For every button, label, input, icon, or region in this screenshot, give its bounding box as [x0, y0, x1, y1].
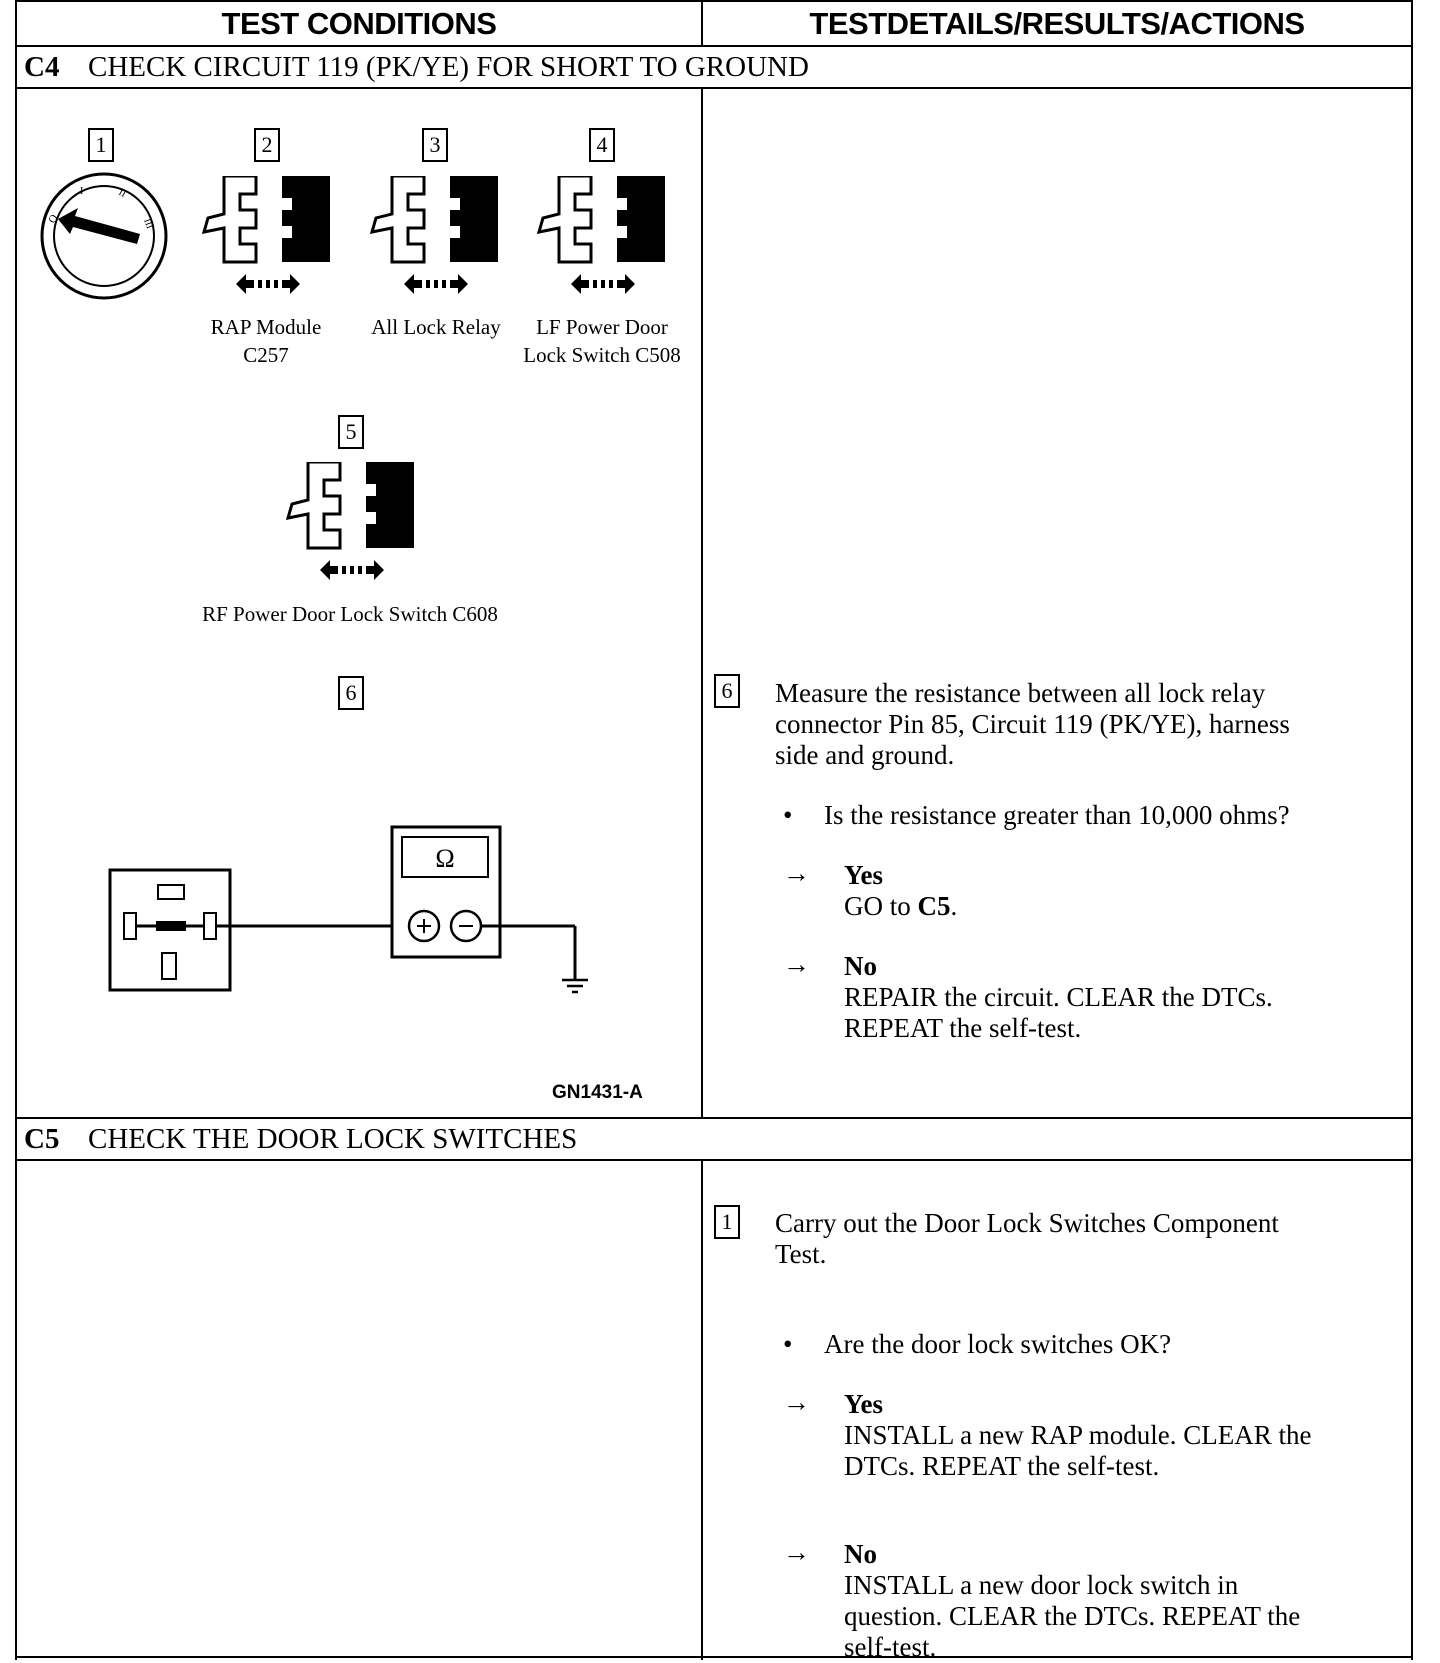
c5-title-bottom-border: [15, 1159, 1413, 1161]
column-divider-c5: [701, 1160, 703, 1660]
c4-detail-step-box: 6: [714, 674, 740, 708]
c4-instruction-line2: connector Pin 85, Circuit 119 (PK/YE), h…: [775, 709, 1290, 739]
caption-rap-module-line2: C257: [243, 343, 289, 367]
svg-text:III: III: [141, 217, 155, 230]
table-bottom-border: [15, 1656, 1413, 1658]
c4-yes-action: GO to C5.: [844, 891, 957, 922]
step-2-box: 2: [254, 128, 280, 162]
header-test-details: TESTDETAILS/RESULTS/ACTIONS: [809, 6, 1305, 41]
c4-no-line1: REPAIR the circuit. CLEAR the DTCs.: [844, 982, 1273, 1012]
step-1-box: 1: [88, 128, 114, 162]
c5-no-line2: question. CLEAR the DTCs. REPEAT the: [844, 1601, 1301, 1631]
c4-yes-action-pre: GO to: [844, 891, 918, 921]
c5-section-title: C5 CHECK THE DOOR LOCK SWITCHES: [24, 1119, 577, 1159]
c5-instruction: Carry out the Door Lock Switches Compone…: [775, 1208, 1395, 1270]
c4-no-line2: REPEAT the self-test.: [844, 1013, 1082, 1043]
c5-yes-answer: Yes INSTALL a new RAP module. CLEAR the …: [844, 1389, 1312, 1482]
connector-icon-lf-door-lock-switch: [536, 176, 665, 294]
svg-text:I: I: [80, 186, 83, 197]
c4-no-label: No: [844, 951, 877, 981]
c5-detail-step-box: 1: [714, 1205, 740, 1239]
header-test-conditions: TEST CONDITIONS: [221, 6, 497, 41]
c5-instruction-line2: Test.: [775, 1239, 827, 1269]
connector-icon-rf-door-lock-switch: [285, 462, 414, 580]
c4-yes-arrow: →: [783, 858, 810, 888]
c4-question-bullet: •: [783, 800, 793, 830]
c4-instruction-line1: Measure the resistance between all lock …: [775, 678, 1266, 708]
caption-lf-line1: LF Power Door: [536, 315, 668, 339]
c5-no-answer: No INSTALL a new door lock switch in que…: [844, 1539, 1300, 1663]
table-left-border: [15, 0, 17, 1660]
caption-rap-module: RAP Module C257: [196, 313, 336, 369]
meter-ohm-symbol: Ω: [435, 844, 454, 873]
caption-lf-door-lock-switch: LF Power Door Lock Switch C508: [508, 313, 696, 369]
c4-no-arrow: →: [783, 949, 810, 979]
c4-instruction: Measure the resistance between all lock …: [775, 678, 1395, 771]
column-divider-c4: [701, 88, 703, 1118]
caption-rap-module-line1: RAP Module: [210, 315, 322, 339]
c5-yes-arrow: →: [783, 1387, 810, 1417]
c5-yes-line1: INSTALL a new RAP module. CLEAR the: [844, 1420, 1312, 1450]
c5-yes-line2: DTCs. REPEAT the self-test.: [844, 1451, 1160, 1481]
c4-instruction-line3: side and ground.: [775, 740, 955, 770]
ignition-switch-icon: O I II III: [40, 172, 168, 300]
c5-no-line3: self-test.: [844, 1632, 937, 1662]
c4-no-answer: No REPAIR the circuit. CLEAR the DTCs. R…: [844, 951, 1273, 1044]
connector-icon-rap-module: [201, 176, 330, 294]
c5-title: CHECK THE DOOR LOCK SWITCHES: [88, 1123, 578, 1155]
caption-lf-line2: Lock Switch C508: [523, 343, 681, 367]
c4-yes-action-post: .: [950, 891, 958, 921]
c4-title: CHECK CIRCUIT 119 (PK/YE) FOR SHORT TO G…: [88, 51, 809, 83]
connector-icon-all-lock-relay: [369, 176, 498, 294]
table-top-border: [15, 0, 1413, 2]
caption-rf-door-lock-switch: RF Power Door Lock Switch C608: [202, 602, 498, 626]
header-bottom-border: [15, 45, 1413, 47]
column-divider-header: [701, 0, 703, 46]
c4-title-bottom-border: [15, 87, 1413, 89]
svg-text:II: II: [117, 187, 128, 200]
c4-code: C4: [24, 51, 60, 83]
step-6-box: 6: [338, 676, 364, 710]
c4-section-title: C4 CHECK CIRCUIT 119 (PK/YE) FOR SHORT TO…: [24, 47, 809, 87]
c4-yes-action-link: C5: [917, 891, 951, 921]
c5-no-label: No: [844, 1539, 877, 1569]
caption-all-lock-relay: All Lock Relay: [371, 315, 501, 339]
c5-question: Are the door lock switches OK?: [824, 1329, 1172, 1359]
ohmmeter-wiring-diagram: Ω: [108, 825, 588, 994]
step-5-box: 5: [338, 415, 364, 449]
c5-no-line1: INSTALL a new door lock switch in: [844, 1570, 1239, 1600]
c4-question: Is the resistance greater than 10,000 oh…: [824, 800, 1290, 830]
c5-question-bullet: •: [783, 1329, 793, 1359]
step-4-box: 4: [589, 128, 615, 162]
c5-no-arrow: →: [783, 1537, 810, 1567]
c4-yes-answer: Yes GO to C5.: [844, 860, 957, 922]
figure-code: GN1431-A: [552, 1082, 643, 1103]
c4-yes-label: Yes: [844, 860, 883, 890]
step-3-box: 3: [422, 128, 448, 162]
c4-bottom-border: [15, 1117, 1413, 1119]
c5-instruction-line1: Carry out the Door Lock Switches Compone…: [775, 1208, 1279, 1238]
table-right-border: [1411, 0, 1413, 1660]
c5-yes-label: Yes: [844, 1389, 883, 1419]
c5-code: C5: [24, 1123, 60, 1155]
